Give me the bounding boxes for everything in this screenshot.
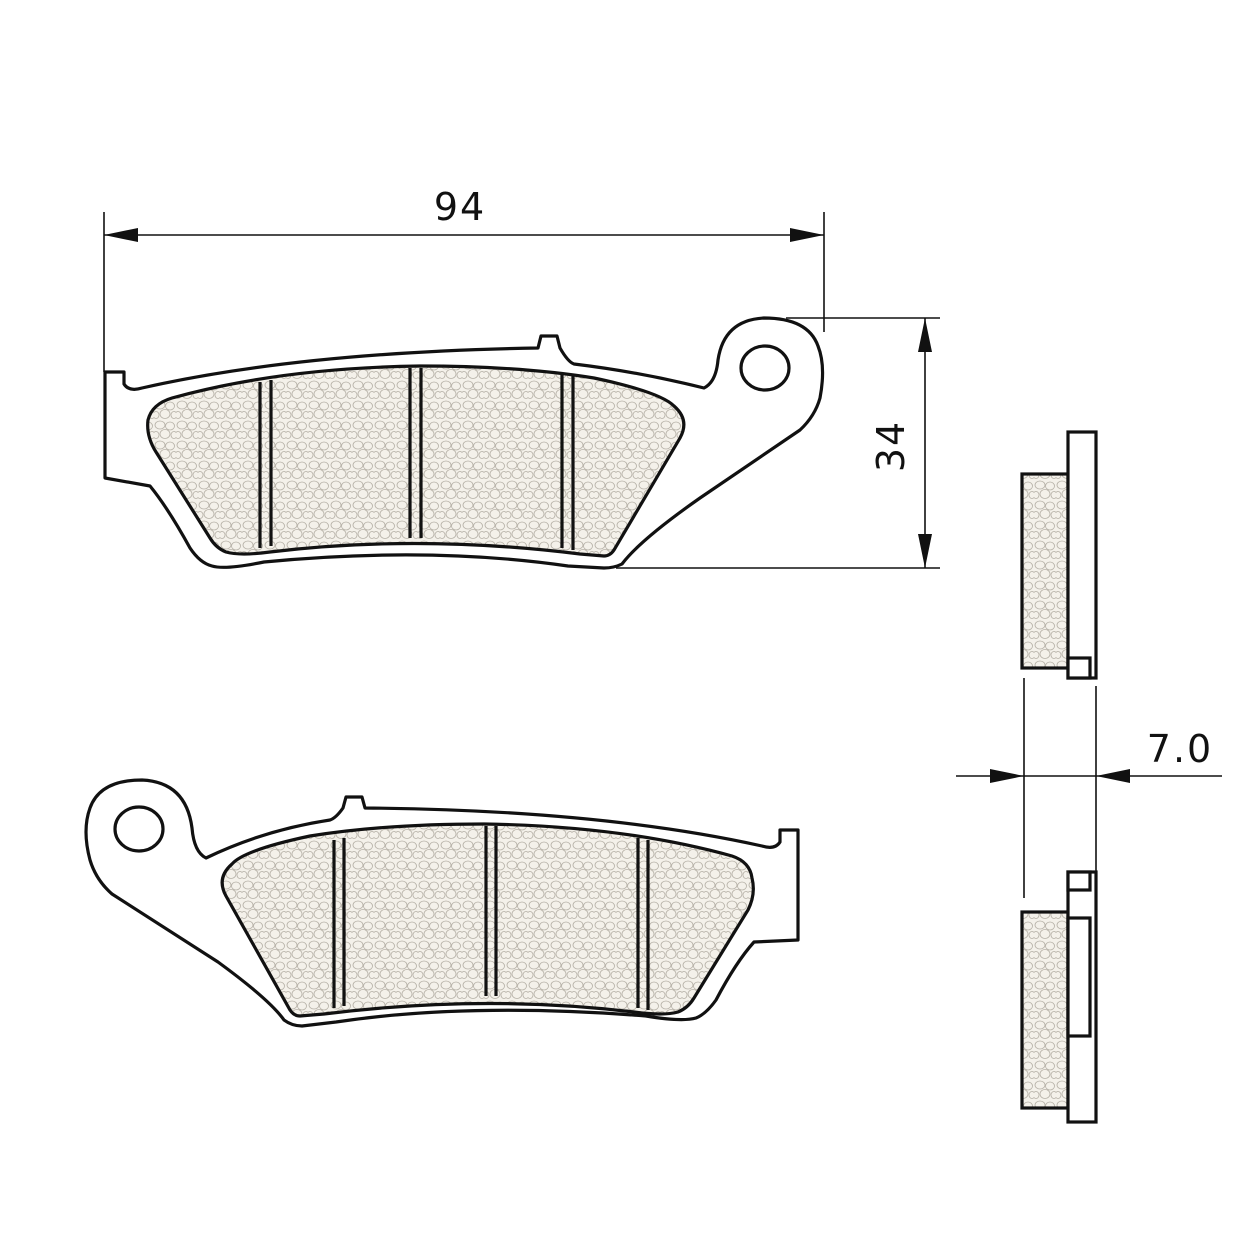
- upper-friction-side: [1020, 472, 1070, 670]
- side-view-lower: [1020, 870, 1098, 1124]
- top-mounting-hole: [739, 344, 791, 392]
- thickness-arrow-right: [1096, 769, 1130, 783]
- top-slot-3: [560, 374, 575, 550]
- bottom-slot-1: [332, 838, 346, 1008]
- upper-plate-side: [1066, 430, 1098, 680]
- lower-plate-step-mid: [1066, 916, 1092, 1038]
- top-slot-2: [408, 368, 423, 538]
- lower-friction-side: [1020, 910, 1070, 1110]
- bottom-brake-pad: [84, 778, 800, 1028]
- bottom-mounting-hole: [113, 805, 165, 853]
- top-brake-pad: [103, 316, 825, 570]
- thickness-dimension: 7.0: [956, 678, 1222, 898]
- height-arrow-top: [918, 318, 932, 352]
- height-dimension: 34: [616, 317, 940, 569]
- lower-plate-step-top: [1066, 870, 1092, 892]
- bottom-slot-2: [484, 826, 498, 996]
- bottom-friction-material: [220, 822, 755, 1018]
- thickness-arrow-left: [990, 769, 1024, 783]
- top-slot-1: [258, 380, 273, 548]
- height-label: 34: [869, 420, 913, 472]
- top-backing-plate: [103, 316, 825, 570]
- width-arrow-right: [790, 228, 824, 242]
- width-label: 94: [434, 185, 486, 229]
- width-arrow-left: [104, 228, 138, 242]
- upper-plate-step: [1066, 656, 1092, 680]
- top-friction-material: [146, 364, 686, 558]
- height-arrow-bottom: [918, 534, 932, 568]
- thickness-label: 7.0: [1147, 727, 1213, 771]
- width-dimension: 94: [103, 185, 825, 372]
- side-view-upper: [1020, 430, 1098, 680]
- bottom-slot-3: [636, 838, 650, 1010]
- bottom-backing-plate: [84, 778, 800, 1028]
